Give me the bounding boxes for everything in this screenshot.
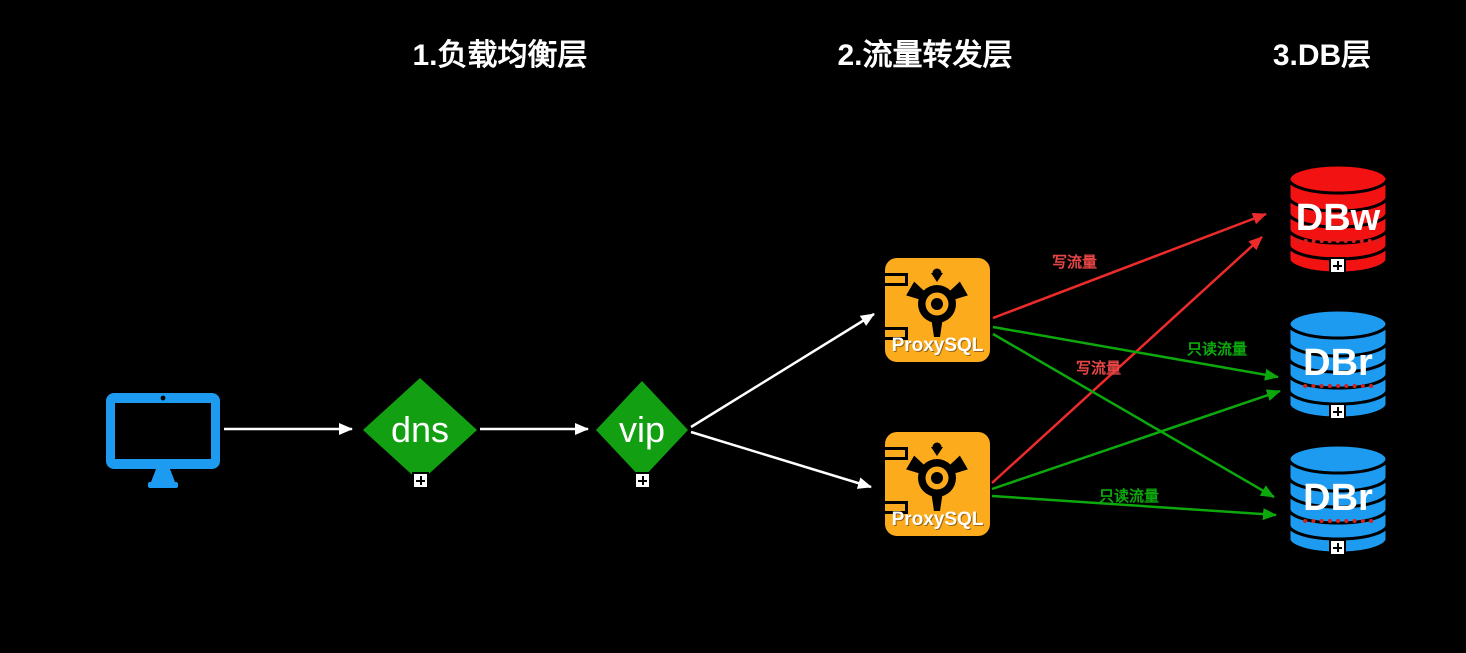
expand-plus-icon[interactable] <box>634 472 651 489</box>
edge-label-write-traffic-top: 写流量 <box>1052 254 1098 271</box>
edge-proxysql-top-dbw-write <box>992 212 1267 320</box>
expand-plus-icon[interactable] <box>1329 403 1346 420</box>
dbr2-node: DBr <box>1286 441 1390 557</box>
header-load-balancing-layer: 1.负载均衡层 <box>412 39 588 72</box>
dns-node: dns <box>363 378 477 482</box>
dbr1-node: DBr <box>1286 306 1390 422</box>
proxysql-top-node: ProxySQL <box>882 258 990 362</box>
proxysql-bottom-label: ProxySQL <box>891 509 984 530</box>
proxysql-bottom-node: ProxySQL <box>882 432 990 536</box>
database-cylinder-icon <box>1287 308 1389 420</box>
proxysql-turbine-logo-icon <box>906 442 968 511</box>
header-db-layer: 3.DB层 <box>1272 39 1372 72</box>
database-cylinder-icon <box>1287 163 1389 275</box>
database-cylinder-icon <box>1287 443 1389 555</box>
edge-proxysql-bottom-dbr1-read <box>991 389 1281 491</box>
expand-plus-icon[interactable] <box>1329 257 1346 274</box>
expand-plus-icon[interactable] <box>1329 539 1346 556</box>
edge-label-read-traffic-top: 只读流量 <box>1187 341 1248 358</box>
client-node <box>103 390 223 490</box>
dbw-node: DBw <box>1286 161 1390 277</box>
edge-vip-proxysql-top <box>690 312 875 429</box>
component-tab-icon <box>882 447 908 460</box>
dbr2-label: DBr <box>1303 478 1373 523</box>
component-tab-icon <box>882 327 908 340</box>
vip-node: vip <box>596 381 688 479</box>
proxysql-top-label: ProxySQL <box>891 335 984 356</box>
expand-plus-icon[interactable] <box>412 472 429 489</box>
dbr1-label: DBr <box>1303 343 1373 388</box>
vip-label: vip <box>618 409 666 450</box>
computer-monitor-icon <box>106 393 220 488</box>
edge-proxysql-bottom-dbw-write <box>991 236 1263 484</box>
component-tab-icon <box>882 273 908 286</box>
component-tab-icon <box>882 501 908 514</box>
dns-label: dns <box>390 409 450 450</box>
edge-label-read-traffic-bottom: 只读流量 <box>1099 488 1160 505</box>
dbw-label: DBw <box>1295 198 1381 243</box>
header-traffic-forwarding-layer: 2.流量转发层 <box>837 39 1013 72</box>
edge-vip-proxysql-bottom <box>690 430 872 489</box>
proxysql-turbine-logo-icon <box>906 268 968 337</box>
edge-label-write-traffic-bottom: 写流量 <box>1076 360 1122 377</box>
